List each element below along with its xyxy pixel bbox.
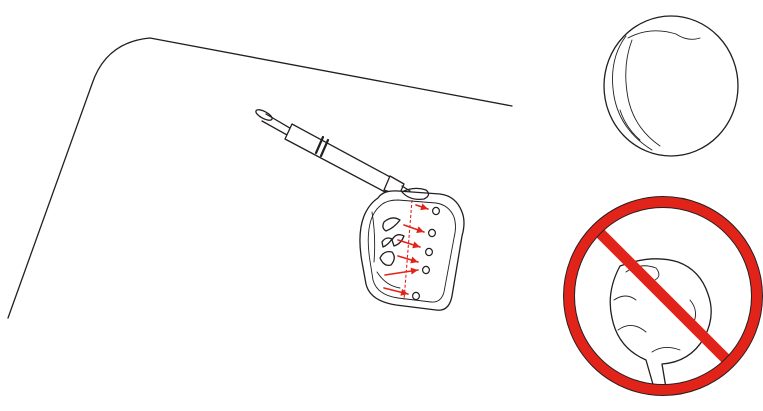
panel-outline xyxy=(7,37,513,319)
syringe-icon xyxy=(255,109,411,196)
flat-disc-icon xyxy=(603,15,739,157)
arrowheads xyxy=(400,203,428,296)
arrowhead xyxy=(410,267,418,275)
hole xyxy=(422,265,431,275)
arrowhead xyxy=(410,256,418,264)
arrowhead xyxy=(420,203,428,211)
hole xyxy=(432,206,441,216)
hole xyxy=(428,228,437,238)
arrowhead xyxy=(400,288,408,296)
hole xyxy=(425,247,434,257)
arrowhead xyxy=(412,241,420,249)
bracket-plate xyxy=(359,187,465,311)
arrowhead xyxy=(416,226,424,233)
hole xyxy=(412,291,421,301)
prohibition-icon xyxy=(563,196,763,396)
